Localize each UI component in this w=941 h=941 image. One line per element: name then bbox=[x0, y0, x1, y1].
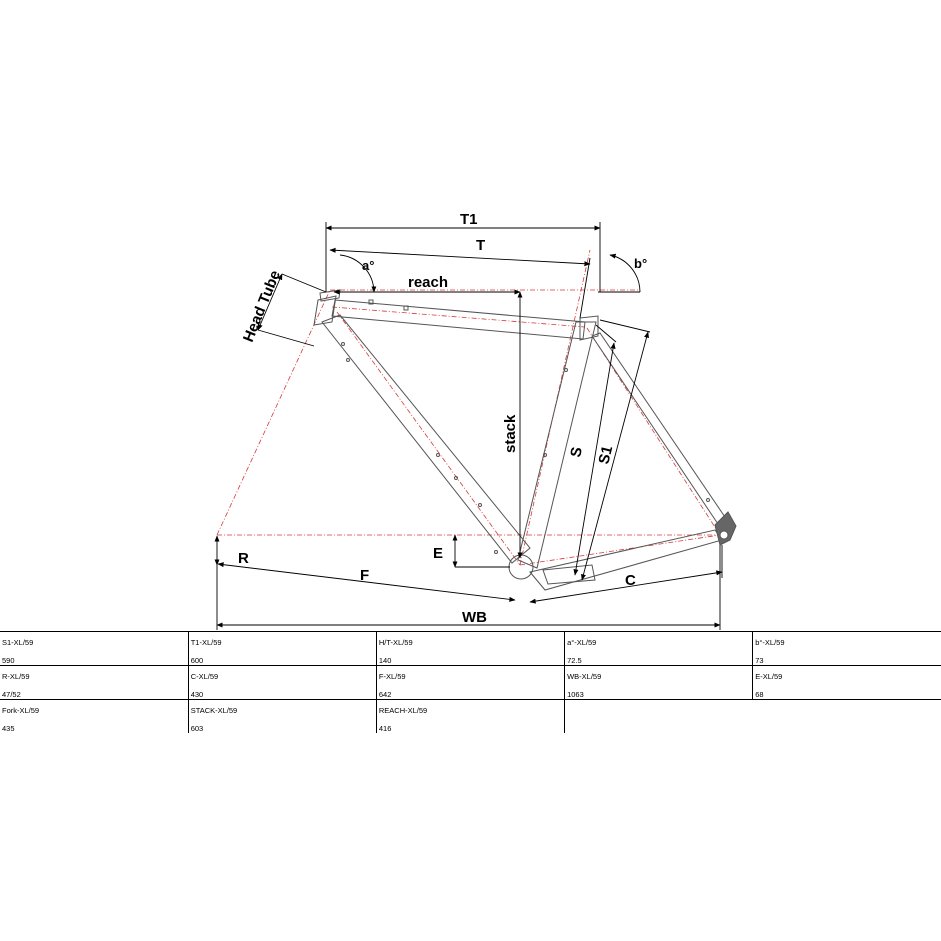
table-cell bbox=[752, 699, 941, 733]
seat-stay-shape bbox=[591, 332, 728, 525]
down-tube-shape bbox=[321, 314, 531, 564]
table-row: R-XL/59 47/52 C-XL/59 430 F-XL/59 642 WB-XL… bbox=[0, 665, 941, 700]
cell-value: 140 bbox=[378, 656, 392, 665]
cell-label: H/T-XL/59 bbox=[378, 638, 413, 647]
cell-label: S1-XL/59 bbox=[2, 638, 34, 647]
table-cell: R-XL/59 47/52 bbox=[0, 665, 189, 700]
table-cell: Fork-XL/59 435 bbox=[0, 699, 189, 733]
cell-label: F-XL/59 bbox=[378, 672, 406, 681]
cell-value: 1063 bbox=[567, 690, 584, 699]
table-cell bbox=[564, 699, 753, 733]
table-cell: C-XL/59 430 bbox=[187, 665, 377, 700]
cell-label: C-XL/59 bbox=[190, 672, 219, 681]
table-cell: STACK-XL/59 603 bbox=[187, 699, 377, 733]
cell-value: 47/52 bbox=[2, 690, 21, 699]
head-tube-shape bbox=[313, 295, 337, 326]
label-c: C bbox=[625, 572, 636, 589]
top-tube-shape bbox=[331, 299, 586, 340]
cell-value: 73 bbox=[755, 656, 764, 665]
dropout-shape bbox=[714, 511, 737, 546]
table-cell: F-XL/59 642 bbox=[375, 665, 565, 700]
cell-value: 642 bbox=[378, 690, 392, 699]
table-cell: b°-XL/59 73 bbox=[752, 631, 941, 666]
label-e: E bbox=[433, 545, 443, 562]
label-reach: reach bbox=[408, 274, 448, 291]
cell-value: 68 bbox=[755, 690, 764, 699]
bottom-bracket-shape bbox=[508, 554, 534, 580]
cell-value: 416 bbox=[378, 724, 392, 733]
geometry-table: S1-XL/59 590 T1-XL/59 600 H/T-XL/59 140 a°-… bbox=[0, 631, 941, 733]
cell-value: 72.5 bbox=[567, 656, 582, 665]
frame-geometry-diagram: T1 T a° b° reach Head Tube stack S S1 R … bbox=[214, 211, 737, 630]
cell-label: a°-XL/59 bbox=[567, 638, 597, 647]
table-cell: WB-XL/59 1063 bbox=[564, 665, 753, 700]
cell-value: 435 bbox=[2, 724, 15, 733]
cell-label: b°-XL/59 bbox=[755, 638, 785, 647]
label-s1: S1 bbox=[595, 444, 616, 466]
table-cell: E-XL/59 68 bbox=[752, 665, 941, 700]
bike-frame bbox=[313, 289, 737, 591]
cell-value: 590 bbox=[2, 656, 15, 665]
cell-label: E-XL/59 bbox=[755, 672, 783, 681]
cell-label: R-XL/59 bbox=[2, 672, 30, 681]
table-row: S1-XL/59 590 T1-XL/59 600 H/T-XL/59 140 a°-… bbox=[0, 631, 941, 666]
label-head-tube: Head Tube bbox=[240, 268, 284, 344]
cell-value: 603 bbox=[190, 724, 204, 733]
label-t: T bbox=[476, 237, 485, 254]
frame-centerlines bbox=[216, 249, 721, 566]
label-wb: WB bbox=[462, 609, 487, 626]
table-cell: a°-XL/59 72.5 bbox=[564, 631, 753, 666]
cell-value: 600 bbox=[190, 656, 204, 665]
table-cell: H/T-XL/59 140 bbox=[375, 631, 565, 666]
dimension-lines bbox=[214, 222, 723, 630]
label-r: R bbox=[238, 550, 249, 567]
table-cell: T1-XL/59 600 bbox=[187, 631, 377, 666]
label-a-angle: a° bbox=[362, 258, 374, 273]
table-cell: REACH-XL/59 416 bbox=[375, 699, 565, 733]
cell-label: REACH-XL/59 bbox=[378, 706, 428, 715]
seat-tube-shape bbox=[517, 321, 597, 569]
cell-label: WB-XL/59 bbox=[567, 672, 602, 681]
cell-label: Fork-XL/59 bbox=[2, 706, 40, 715]
label-stack: stack bbox=[502, 414, 519, 453]
label-b-angle: b° bbox=[634, 256, 647, 271]
cell-label: STACK-XL/59 bbox=[190, 706, 238, 715]
table-cell: S1-XL/59 590 bbox=[0, 631, 189, 666]
cell-value: 430 bbox=[190, 690, 204, 699]
cell-label: T1-XL/59 bbox=[190, 638, 222, 647]
table-row: Fork-XL/59 435 STACK-XL/59 603 REACH-XL/59… bbox=[0, 699, 941, 733]
label-f: F bbox=[360, 567, 369, 584]
label-s: S bbox=[567, 446, 586, 459]
label-t1: T1 bbox=[460, 211, 478, 228]
